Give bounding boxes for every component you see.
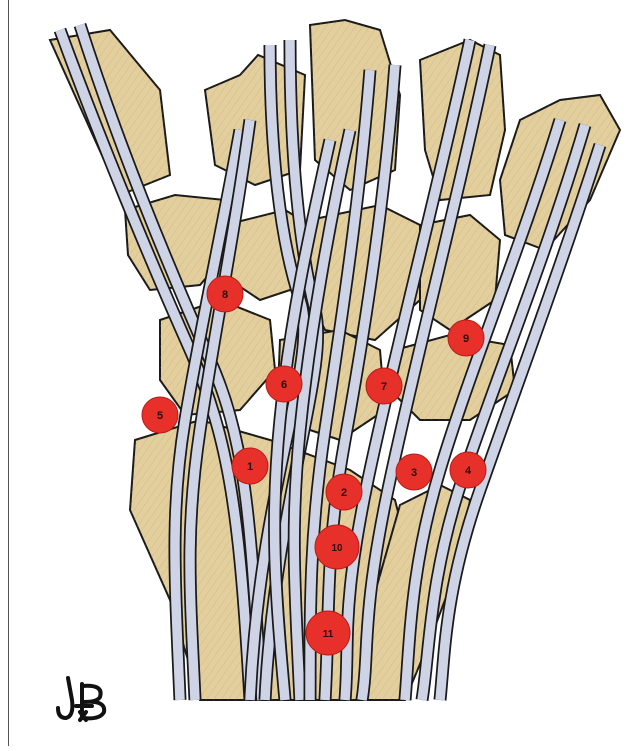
marker-label: 3 bbox=[411, 467, 417, 479]
left-border-line bbox=[8, 0, 9, 746]
marker-label: 5 bbox=[157, 410, 163, 422]
marker-4: 4 bbox=[450, 452, 486, 488]
marker-5: 5 bbox=[142, 397, 178, 433]
marker-6: 6 bbox=[266, 366, 302, 402]
marker-label: 10 bbox=[331, 543, 343, 554]
marker-10: 10 bbox=[315, 525, 359, 569]
marker-3: 3 bbox=[396, 454, 432, 490]
marker-9: 9 bbox=[448, 320, 484, 356]
marker-1: 1 bbox=[232, 448, 268, 484]
marker-label: 1 bbox=[247, 461, 253, 473]
marker-label: 6 bbox=[281, 379, 287, 391]
marker-label: 4 bbox=[465, 465, 472, 477]
marker-label: 8 bbox=[222, 289, 228, 301]
marker-7: 7 bbox=[366, 368, 402, 404]
marker-label: 2 bbox=[341, 487, 347, 499]
marker-2: 2 bbox=[326, 474, 362, 510]
marker-11: 11 bbox=[306, 611, 350, 655]
marker-label: 9 bbox=[463, 333, 469, 345]
artist-signature bbox=[58, 678, 104, 720]
marker-label: 7 bbox=[381, 381, 387, 393]
marker-label: 11 bbox=[323, 629, 334, 640]
marker-8: 8 bbox=[207, 276, 243, 312]
